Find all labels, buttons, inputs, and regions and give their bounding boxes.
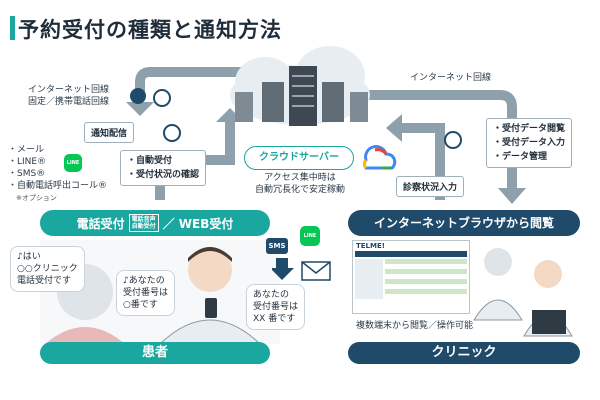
reception-auto: ・自動受付 bbox=[127, 156, 173, 166]
bubble1-line2: ○○クリニック bbox=[17, 264, 78, 274]
right-features-box: ・受付データ閲覧 ・受付データ入力 ・データ管理 bbox=[486, 118, 573, 168]
patient-bubble-1: ♪はい ○○クリニック 電話受付です bbox=[10, 246, 85, 292]
screen-logo: TELME! bbox=[356, 242, 385, 250]
laptop-icon bbox=[532, 310, 566, 334]
cloud-description: アクセス集中時は 自動冗長化で安定稼動 bbox=[250, 172, 350, 196]
elderly-woman-body bbox=[45, 327, 125, 344]
label-internet: インターネット回線 bbox=[28, 85, 110, 95]
doctor-body bbox=[473, 299, 523, 321]
doctor-head bbox=[484, 248, 512, 276]
notify-methods: ・メール ・LINE® ・SMS® ・自動電話呼出コール® ※オプション bbox=[8, 144, 107, 204]
page-title: 予約受付の種類と通知方法 bbox=[18, 18, 282, 42]
cloud-desc-line1: アクセス集中時は bbox=[264, 173, 336, 183]
bubble3-line2: 受付番号は bbox=[253, 302, 299, 312]
reception-box: ・自動受付 ・受付状況の確認 bbox=[120, 150, 207, 186]
clinic-caption: 複数端末から閲覧／操作可能 bbox=[356, 321, 474, 331]
feature-manage: ・データ管理 bbox=[493, 152, 548, 162]
bubble3-line1: あなたの bbox=[253, 290, 290, 300]
method-mail: ・メール bbox=[8, 145, 45, 155]
arrow-right-upper bbox=[350, 90, 517, 190]
line-app-icon: LINE bbox=[64, 154, 82, 172]
bubble2-line2: 受付番号は bbox=[123, 288, 169, 298]
cloud-server-label: クラウドサーバー bbox=[244, 146, 354, 170]
label-phone-line: 固定／携帯電話回線 bbox=[28, 97, 110, 107]
option-note: ※オプション bbox=[16, 194, 57, 202]
arrow-left-upper bbox=[135, 67, 280, 100]
globe-icon bbox=[153, 89, 462, 149]
cloud-desc-line2: 自動冗長化で安定稼動 bbox=[254, 185, 345, 195]
method-line: ・LINE® bbox=[8, 157, 47, 167]
young-man-head bbox=[188, 248, 232, 292]
patient-bubble-2: ♪あなたの 受付番号は ○番です bbox=[116, 270, 176, 316]
google-cloud-icon bbox=[363, 145, 397, 170]
arrow-right-lower-head bbox=[386, 114, 402, 142]
patient-label: 患者 bbox=[40, 342, 270, 364]
nurse-head bbox=[534, 260, 562, 288]
clinic-label: クリニック bbox=[348, 342, 580, 364]
left-network-labels: インターネット回線 固定／携帯電話回線 bbox=[28, 84, 109, 108]
auto-voice-badge: 電話音声 自動受付 bbox=[128, 214, 159, 232]
smartphone-icon bbox=[205, 298, 217, 318]
mail-icon bbox=[301, 261, 331, 281]
method-sms: ・SMS® bbox=[8, 169, 46, 179]
patient-bubble-3: あなたの 受付番号は XX 番です bbox=[246, 284, 306, 330]
clinic-staff-illustration bbox=[473, 248, 573, 337]
badge-line1: 電話音声 bbox=[131, 216, 156, 223]
reception-status: ・受付状況の確認 bbox=[127, 170, 200, 180]
arrow-right-upper-head bbox=[498, 188, 526, 204]
feature-view: ・受付データ閲覧 bbox=[493, 124, 566, 134]
down-arrow-icon bbox=[272, 258, 294, 280]
title-accent-bar bbox=[10, 16, 15, 40]
feature-input: ・受付データ入力 bbox=[493, 138, 566, 148]
sms-icon: SMS bbox=[266, 238, 288, 254]
line-icon: LINE bbox=[300, 226, 320, 246]
bubble2-line1: ♪あなたの bbox=[123, 276, 165, 286]
bubble2-line3: ○番です bbox=[123, 300, 158, 310]
diagnosis-box: 診察状況入力 bbox=[396, 176, 465, 197]
notify-box: 通知配信 bbox=[84, 122, 135, 143]
mail-arrow-icons bbox=[272, 258, 331, 281]
arrow-left-upper-head bbox=[126, 102, 154, 116]
label-internet-right: インターネット回線 bbox=[410, 73, 492, 83]
method-auto-call: ・自動電話呼出コール® bbox=[8, 181, 108, 191]
phone-web-bar: 電話受付 電話音声 自動受付 ／ WEB受付 bbox=[40, 210, 270, 236]
bubble1-line3: 電話受付です bbox=[17, 276, 72, 286]
young-man-body bbox=[159, 319, 261, 344]
phone-reception-label: 電話受付 bbox=[76, 216, 125, 231]
clinic-screen: TELME! bbox=[352, 240, 470, 314]
bubble1-line1: ♪はい bbox=[17, 252, 41, 262]
badge-line2: 自動受付 bbox=[131, 223, 156, 230]
bubble3-line3: XX 番です bbox=[253, 314, 296, 324]
server-rack-icons bbox=[235, 66, 368, 126]
browser-bar: インターネットブラウザから閲覧 bbox=[348, 210, 580, 236]
phone-icon bbox=[130, 88, 146, 104]
web-reception-label: ／ WEB受付 bbox=[162, 216, 234, 231]
